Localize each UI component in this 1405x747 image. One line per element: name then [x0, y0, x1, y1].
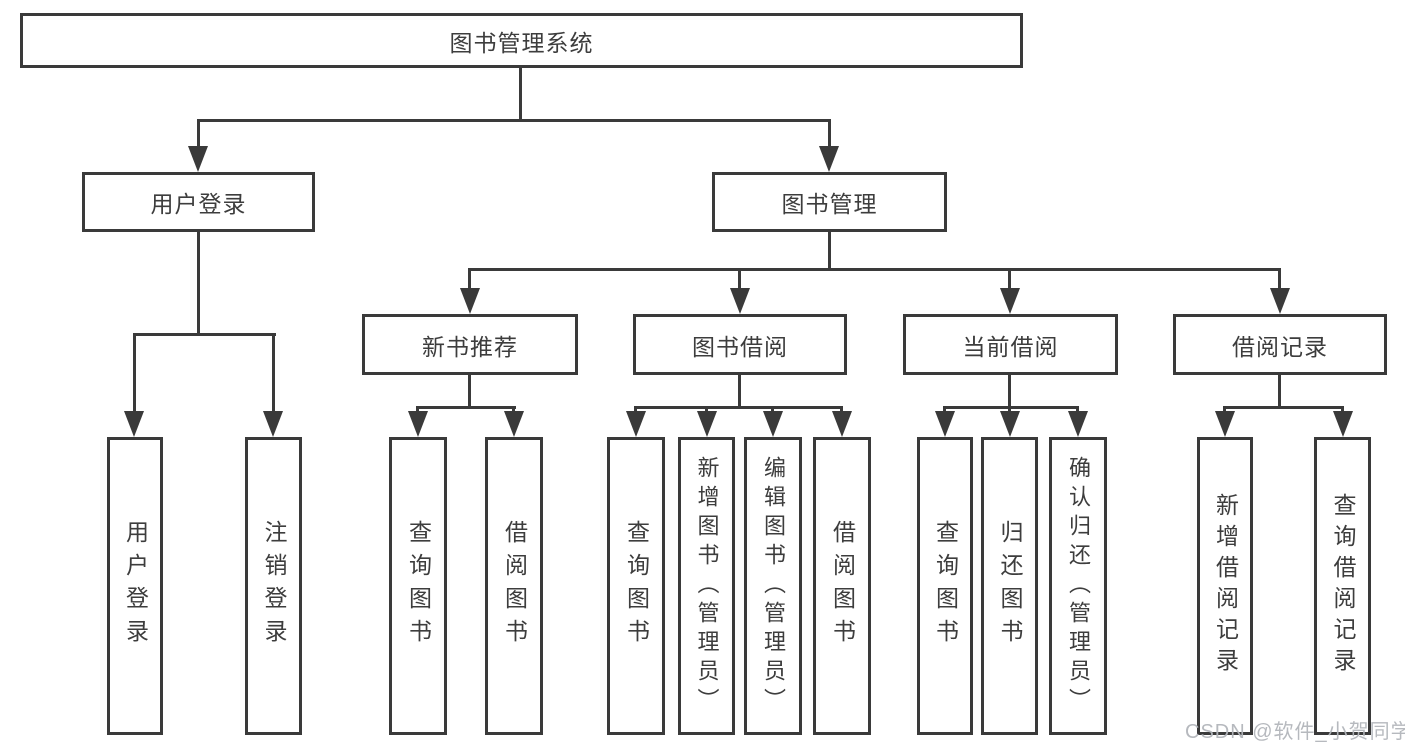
connector-line — [512, 406, 515, 414]
connector-line — [519, 68, 522, 122]
node-borrow-records: 借阅记录 — [1173, 314, 1387, 375]
leaf-borrow-books: 借阅图书 — [813, 437, 871, 735]
connector-line — [133, 333, 136, 413]
leaf-confirm-return-admin-label: 确认归还（管理员） — [1066, 455, 1091, 717]
leaf-logout: 注销登录 — [245, 437, 302, 735]
leaf-newbook-query-books: 查询图书 — [389, 437, 447, 735]
connector-line — [1008, 375, 1011, 408]
leaf-newbook-borrow-books: 借阅图书 — [485, 437, 543, 735]
arrow-down-icon — [1215, 411, 1235, 437]
node-current-borrow: 当前借阅 — [903, 314, 1118, 375]
node-borrow-records-label: 借阅记录 — [1232, 333, 1328, 360]
arrow-down-icon — [1000, 288, 1020, 314]
node-current-borrow-label: 当前借阅 — [962, 333, 1059, 360]
connector-line — [272, 333, 275, 413]
connector-line — [738, 268, 741, 291]
arrow-down-icon — [408, 411, 428, 437]
watermark: CSDN @软件_小贺同学 — [1185, 721, 1405, 743]
leaf-add-books-admin-label: 新增图书（管理员） — [694, 455, 720, 717]
connector-line — [1278, 268, 1281, 291]
node-book-management-label: 图书管理 — [781, 191, 878, 217]
connector-line — [705, 406, 708, 414]
arrow-down-icon — [763, 411, 783, 437]
arrow-down-icon — [188, 146, 208, 172]
leaf-return-books: 归还图书 — [981, 437, 1038, 735]
connector-line — [1278, 375, 1281, 408]
arrow-down-icon — [626, 411, 646, 437]
node-user-login: 用户登录 — [82, 172, 315, 232]
connector-line — [417, 406, 516, 409]
connector-line — [828, 119, 831, 148]
arrow-down-icon — [1068, 411, 1088, 437]
leaf-borrow-query-books-label: 查询图书 — [623, 520, 650, 652]
connector-line — [635, 406, 843, 409]
arrow-down-icon — [730, 288, 750, 314]
leaf-borrow-books-label: 借阅图书 — [829, 520, 856, 652]
node-book-management: 图书管理 — [712, 172, 947, 232]
leaf-current-query-books: 查询图书 — [917, 437, 973, 735]
node-user-login-label: 用户登录 — [150, 191, 247, 217]
node-book-borrow: 图书借阅 — [633, 314, 847, 375]
node-root-label: 图书管理系统 — [449, 29, 594, 56]
connector-line — [197, 231, 200, 335]
connector-line — [468, 268, 1281, 271]
arrow-down-icon — [832, 411, 852, 437]
arrow-down-icon — [935, 411, 955, 437]
arrow-down-icon — [1270, 288, 1290, 314]
connector-line — [133, 333, 276, 336]
leaf-query-borrow-record: 查询借阅记录 — [1314, 437, 1371, 735]
leaf-add-borrow-record: 新增借阅记录 — [1197, 437, 1253, 735]
node-new-book-recommend: 新书推荐 — [362, 314, 578, 375]
connector-line — [828, 231, 831, 270]
leaf-user-login-label: 用户登录 — [122, 520, 149, 652]
arrow-down-icon — [504, 411, 524, 437]
connector-line — [1076, 406, 1079, 414]
node-book-borrow-label: 图书借阅 — [692, 333, 788, 360]
node-root: 图书管理系统 — [20, 13, 1023, 68]
leaf-query-borrow-record-label: 查询借阅记录 — [1330, 493, 1356, 679]
arrow-down-icon — [263, 411, 283, 437]
connector-line — [840, 406, 843, 414]
connector-line — [1223, 406, 1226, 414]
arrow-down-icon — [1333, 411, 1353, 437]
leaf-confirm-return-admin: 确认归还（管理员） — [1049, 437, 1107, 735]
connector-line — [1008, 406, 1011, 414]
leaf-add-books-admin: 新增图书（管理员） — [678, 437, 735, 735]
connector-line — [944, 406, 1079, 409]
arrow-down-icon — [124, 411, 144, 437]
connector-line — [943, 406, 946, 414]
leaf-newbook-borrow-books-label: 借阅图书 — [501, 520, 528, 652]
connector-line — [468, 268, 471, 291]
connector-line — [468, 375, 471, 408]
leaf-borrow-query-books: 查询图书 — [607, 437, 665, 735]
connector-line — [634, 406, 637, 414]
connector-line — [1341, 406, 1344, 414]
connector-line — [771, 406, 774, 414]
connector-line — [197, 119, 831, 122]
connector-line — [416, 406, 419, 414]
connector-line — [738, 375, 741, 408]
node-new-book-recommend-label: 新书推荐 — [422, 333, 518, 360]
leaf-return-books-label: 归还图书 — [997, 520, 1023, 652]
arrow-down-icon — [697, 411, 717, 437]
leaf-current-query-books-label: 查询图书 — [932, 520, 959, 652]
connector-line — [197, 119, 200, 148]
leaf-newbook-query-books-label: 查询图书 — [405, 520, 432, 652]
connector-line — [1224, 406, 1344, 409]
leaf-logout-label: 注销登录 — [261, 520, 287, 652]
arrow-down-icon — [819, 146, 839, 172]
leaf-user-login: 用户登录 — [107, 437, 163, 735]
leaf-edit-books-admin: 编辑图书（管理员） — [744, 437, 802, 735]
leaf-edit-books-admin-label: 编辑图书（管理员） — [761, 455, 786, 717]
leaf-add-borrow-record-label: 新增借阅记录 — [1212, 493, 1239, 679]
arrow-down-icon — [1000, 411, 1020, 437]
connector-line — [1008, 268, 1011, 291]
arrow-down-icon — [460, 288, 480, 314]
